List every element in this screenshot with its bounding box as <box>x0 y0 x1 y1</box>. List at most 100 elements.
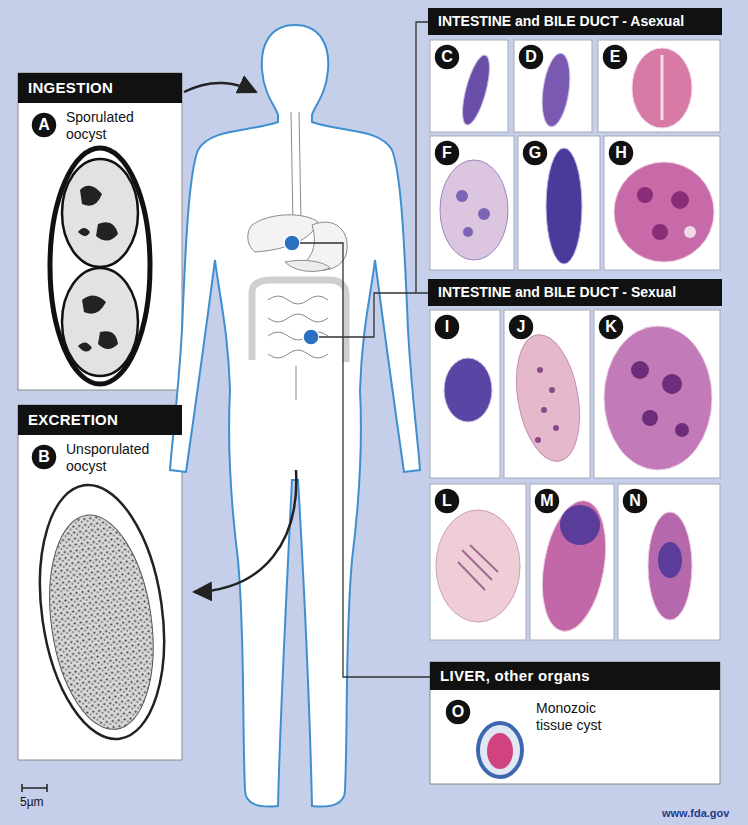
micrograph-cells <box>594 310 720 478</box>
letter-badge: C <box>433 43 461 71</box>
parasite-stages <box>440 160 508 260</box>
parasite-stages <box>541 407 547 413</box>
callout-letter: H <box>607 139 635 167</box>
micrograph-cells <box>504 310 590 478</box>
unsporulated-oocyst-drawing <box>25 477 179 747</box>
parasite-stages <box>642 410 658 426</box>
human-body <box>303 329 319 345</box>
letter-badge: D <box>517 43 545 71</box>
leader-lines <box>300 22 430 677</box>
letter-badge: F <box>433 139 461 167</box>
stage-header-bar: INTESTINE and BILE DUCT - Asexual <box>428 8 722 35</box>
badge-circle <box>534 488 560 514</box>
badge-circle <box>445 699 471 725</box>
stage-panel: EXCRETIONUnsporulated oocystB <box>18 405 182 760</box>
callout-letter: A <box>30 111 58 139</box>
micrograph-cells <box>618 484 720 640</box>
parasite-stages <box>546 148 582 264</box>
letter-badge: J <box>507 313 535 341</box>
micrograph-cells <box>430 484 526 640</box>
badge-circle <box>31 444 57 470</box>
parasite-stages <box>675 423 689 437</box>
letter-badge: M <box>533 487 561 515</box>
badge-circle <box>608 140 634 166</box>
parasite-stages <box>463 227 473 237</box>
parasite-stages <box>560 505 600 545</box>
stage-caption: Sporulated oocyst <box>66 109 178 143</box>
human-body <box>248 215 318 252</box>
parasite-stages <box>535 437 541 443</box>
panel-grounds <box>18 405 182 760</box>
callout-letter: F <box>433 139 461 167</box>
leader-lines <box>300 243 430 677</box>
letter-badge: E <box>601 43 629 71</box>
callout-letter: I <box>433 313 461 341</box>
stage-header-bar: INTESTINE and BILE DUCT - Sexual <box>428 279 722 306</box>
badge-circle <box>518 44 544 70</box>
callout-letter: K <box>597 313 625 341</box>
letter-badge: K <box>597 313 625 341</box>
micrograph-cells <box>430 310 500 478</box>
parasite-stages <box>652 224 668 240</box>
parasite-stages <box>436 48 714 636</box>
sporulated-oocyst-drawing <box>62 268 138 376</box>
callout-letter: B <box>30 443 58 471</box>
sporulated-oocyst-drawing <box>78 295 118 351</box>
sporulated-oocyst-drawing <box>78 186 118 241</box>
callout-letter: G <box>521 139 549 167</box>
letter-badge: H <box>607 139 635 167</box>
micrograph-cells <box>598 40 720 132</box>
callout-letter: N <box>621 487 649 515</box>
sporulated-oocyst-drawing <box>62 159 138 267</box>
callout-letter: M <box>533 487 561 515</box>
badge-circle <box>622 488 648 514</box>
parasite-stages <box>458 545 498 590</box>
panel-grounds <box>18 73 182 390</box>
route-arrows <box>184 83 296 592</box>
callout-letter: J <box>507 313 535 341</box>
parasite-stages <box>537 367 543 373</box>
human-body <box>170 25 420 807</box>
leader-lines <box>416 22 428 293</box>
callout-letter: D <box>517 43 545 71</box>
source-watermark: www.fda.gov <box>662 807 729 819</box>
callout-letter: L <box>433 487 461 515</box>
micrograph-cells <box>430 40 720 640</box>
badge-circle <box>522 140 548 166</box>
parasite-stages <box>538 52 574 129</box>
badge-circle <box>434 140 460 166</box>
parasite-stages <box>436 510 520 622</box>
scale-bar <box>22 784 47 792</box>
route-arrows <box>194 470 296 592</box>
parasite-stages <box>662 374 682 394</box>
human-body <box>248 112 347 400</box>
stage-panel: INGESTION Sporulated oocyst A <box>18 73 182 390</box>
human-body <box>268 296 328 358</box>
parasite-stages <box>457 53 495 128</box>
panel-heading: LIVER, other organs <box>430 662 720 690</box>
stage-caption: Unsporulated oocyst <box>66 441 178 475</box>
section-heading: INTESTINE and BILE DUCT - Sexual <box>428 279 722 306</box>
letter-badge: G <box>521 139 549 167</box>
badge-circle <box>434 44 460 70</box>
callout-letter: O <box>444 698 472 726</box>
human-body <box>170 25 420 807</box>
badge-circle <box>508 314 534 340</box>
parasite-stages <box>614 162 714 262</box>
tissue-cyst-drawing <box>478 723 522 777</box>
panel-heading: INGESTION <box>18 73 182 103</box>
letter-badge: O <box>444 698 472 726</box>
stage-panel: LIVER, other organsMonozoic tissue cystO <box>430 662 720 784</box>
parasite-stages <box>507 330 588 466</box>
parasite-stages <box>648 512 692 620</box>
parasite-stages <box>444 358 492 422</box>
badge-circle <box>598 314 624 340</box>
badge-circle <box>434 314 460 340</box>
human-body <box>285 260 330 271</box>
badge-circle <box>31 112 57 138</box>
parasite-stages <box>456 190 468 202</box>
tissue-cyst-drawing <box>487 733 513 769</box>
letter-badge: L <box>433 487 461 515</box>
tissue-cyst-drawing <box>478 723 522 777</box>
